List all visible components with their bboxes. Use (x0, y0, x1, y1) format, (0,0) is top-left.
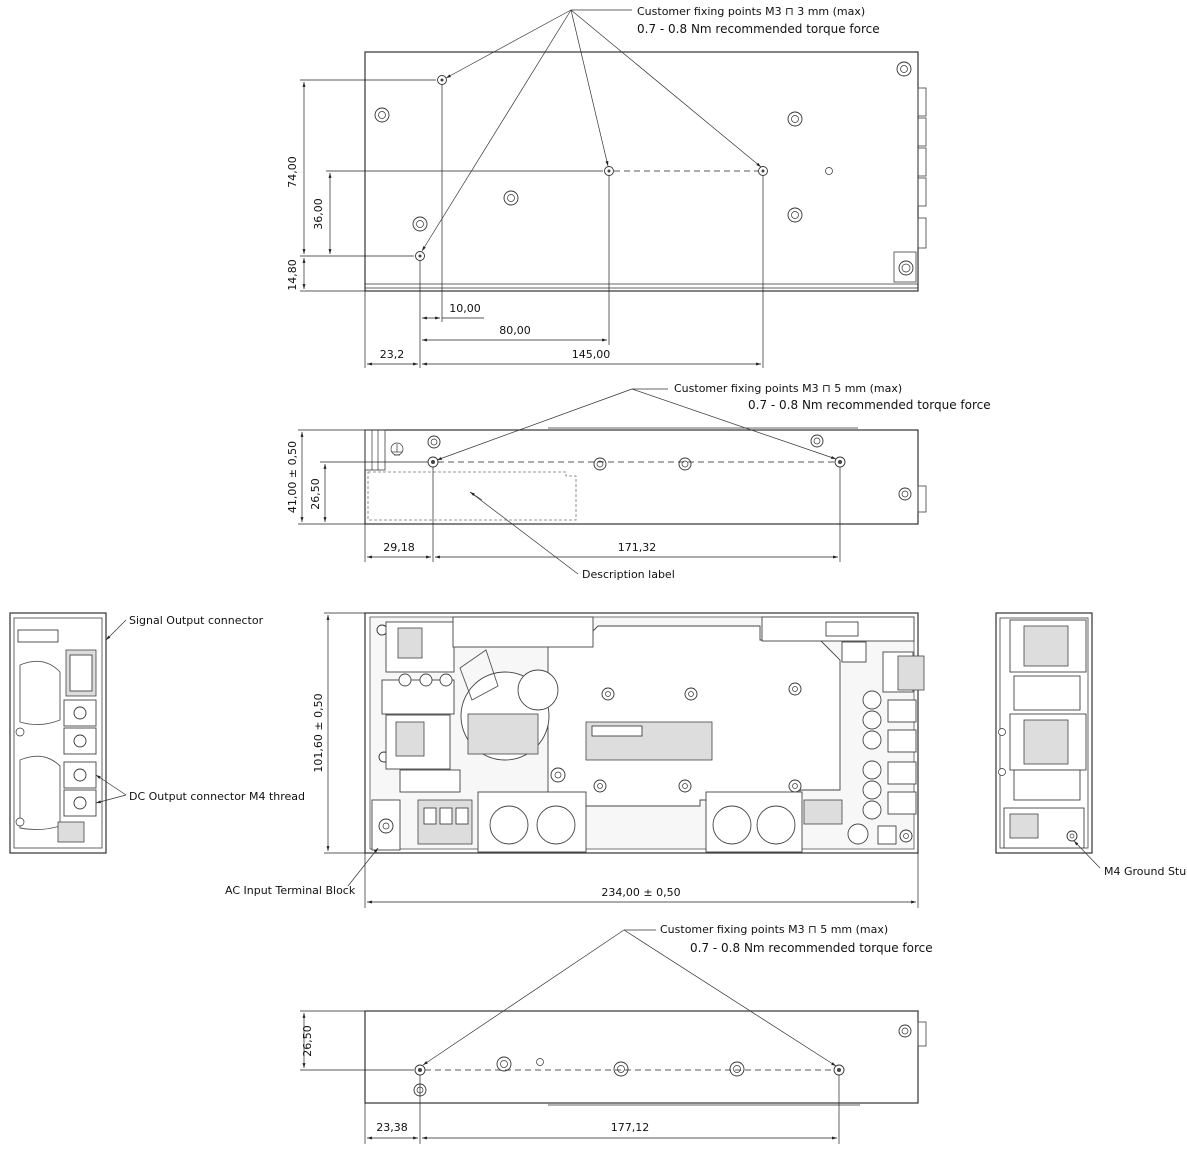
label-ground-stud: M4 Ground Stud (1104, 865, 1187, 878)
bottom-callout-line1: Customer fixing points M3 ⊓ 5 mm (max) (660, 923, 888, 936)
bottom-callout-line2: 0.7 - 0.8 Nm recommended torque force (690, 941, 933, 955)
top-view: Customer fixing points M3 ⊓ 3 mm (max) 0… (286, 5, 927, 368)
top-fixing-points (415, 75, 768, 261)
description-label-text: Description label (582, 568, 675, 581)
bottom-dim-177-12: 177,12 (611, 1121, 650, 1134)
dim-36: 36,00 (312, 198, 325, 230)
dim-23-2: 23,2 (380, 348, 405, 361)
side-dim-29-18: 29,18 (383, 541, 415, 554)
dim-10: 10,00 (449, 302, 481, 315)
top-callout-line1: Customer fixing points M3 ⊓ 3 mm (max) (637, 5, 865, 18)
top-screws (374, 61, 912, 232)
left-end-view: Signal Output connector DC Output connec… (9, 612, 305, 854)
side-view-outline (364, 429, 919, 525)
top-view-outline (364, 51, 919, 292)
description-label-area (367, 471, 577, 521)
front-dim-length: 234,00 ± 0,50 (601, 886, 680, 899)
side-view: Customer fixing points M3 ⊓ 5 mm (max) 0… (286, 382, 991, 581)
side-dim-171-32: 171,32 (618, 541, 657, 554)
bottom-fixing-points (413, 1056, 845, 1097)
right-end-view: M4 Ground Stud (995, 612, 1187, 878)
heatsink (547, 625, 841, 807)
side-callout-line2: 0.7 - 0.8 Nm recommended torque force (748, 398, 991, 412)
dim-145: 145,00 (572, 348, 611, 361)
label-signal-output: Signal Output connector (129, 614, 264, 627)
side-callout-line1: Customer fixing points M3 ⊓ 5 mm (max) (674, 382, 902, 395)
top-callout-line2: 0.7 - 0.8 Nm recommended torque force (637, 22, 880, 36)
front-view: AC Input Terminal Block 101,60 ± 0,50 23… (225, 612, 925, 908)
side-dim-26-50: 26,50 (309, 478, 322, 510)
side-dim-height: 41,00 ± 0,50 (286, 441, 299, 513)
bottom-view: Customer fixing points M3 ⊓ 5 mm (max) 0… (300, 923, 933, 1144)
bottom-view-outline (364, 1010, 919, 1104)
label-ac-input: AC Input Terminal Block (225, 884, 356, 897)
bottom-dim-26-50: 26,50 (301, 1025, 314, 1057)
dim-74: 74,00 (286, 156, 299, 188)
side-fixing-points (427, 456, 846, 471)
dim-14-80: 14,80 (286, 259, 299, 291)
label-dc-output: DC Output connector M4 thread (129, 790, 305, 803)
bottom-dim-23-38: 23,38 (376, 1121, 408, 1134)
dim-80: 80,00 (499, 324, 531, 337)
front-dim-height: 101,60 ± 0,50 (312, 693, 325, 772)
